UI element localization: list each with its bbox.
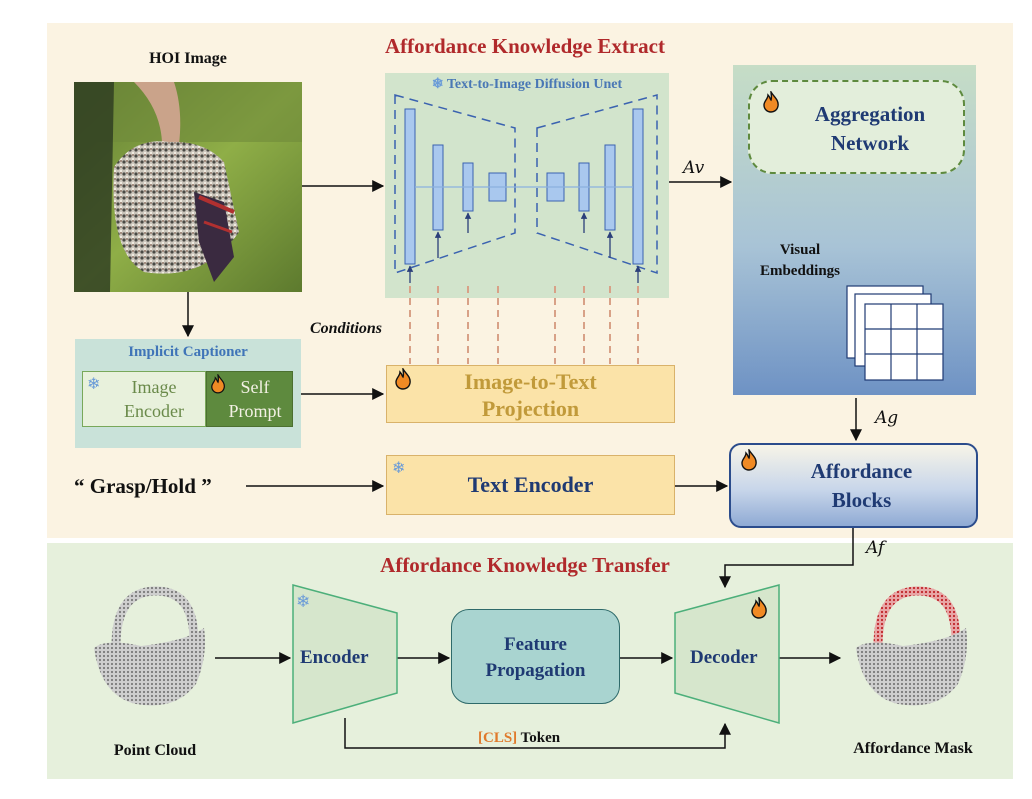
image-to-text-projection <box>386 365 675 423</box>
snowflake-icon: ❄ <box>392 460 406 477</box>
conditions-lines <box>409 286 639 364</box>
snowflake-icon: ❄ <box>431 77 444 92</box>
affordance-mask-label: Affordance Mask <box>853 740 973 757</box>
embedding-grid-icon <box>846 285 944 381</box>
grasp-hold-label: “ Grasp/Hold ” <box>74 474 212 498</box>
self-prompt-text: Self Prompt <box>228 377 282 421</box>
flame-icon <box>211 374 225 394</box>
text-encoder <box>386 455 675 515</box>
point-cloud-bag <box>94 586 205 706</box>
cls-token-label: [CLS] Token <box>478 730 560 747</box>
point-cloud-label: Point Cloud <box>113 742 197 759</box>
encoder-shape <box>292 584 398 724</box>
affordance-text: Affordance Blocks <box>810 459 913 512</box>
cls-text: [CLS] <box>478 730 518 746</box>
token-text: Token <box>520 730 561 746</box>
unet-diagram <box>394 94 658 283</box>
image-encoder-text: Image Encoder <box>124 377 184 421</box>
snowflake-icon: ❄ <box>296 592 311 611</box>
encoder-label: Encoder <box>300 647 369 668</box>
decoder-shape <box>674 584 780 724</box>
aggregation-text: Aggregation Network <box>814 102 926 155</box>
captioner-title: Implicit Captioner <box>128 344 248 360</box>
hoi-image-label: HOI Image <box>149 50 227 67</box>
handbag-photo <box>74 82 302 292</box>
feature-propagation <box>451 609 620 704</box>
affordance-blocks <box>729 443 978 528</box>
flame-icon <box>741 449 757 471</box>
ag-label: Ag <box>875 408 899 428</box>
image-encoder <box>82 371 206 427</box>
title-transfer: Affordance Knowledge Transfer <box>380 553 670 577</box>
text-encoder-label: Text Encoder <box>467 472 594 497</box>
feature-propagation-text: Feature Propagation <box>485 634 586 681</box>
flame-icon <box>751 597 767 619</box>
decoder-label: Decoder <box>690 647 758 668</box>
flame-icon <box>395 368 411 390</box>
affordance-mask-bag <box>856 586 967 706</box>
title-extract: Affordance Knowledge Extract <box>385 34 665 58</box>
conditions-label: Conditions <box>310 320 383 337</box>
projection-text: Image-to-Text Projection <box>464 369 597 421</box>
flame-icon <box>763 91 779 113</box>
aggregation-network <box>748 80 965 174</box>
av-label: Av <box>683 158 705 178</box>
unet-title: ❄ Text-to-Image Diffusion Unet <box>431 77 623 92</box>
af-label: Af <box>866 538 885 558</box>
snowflake-icon: ❄ <box>87 376 101 393</box>
visual-embeddings-label: Visual Embeddings <box>759 242 841 279</box>
